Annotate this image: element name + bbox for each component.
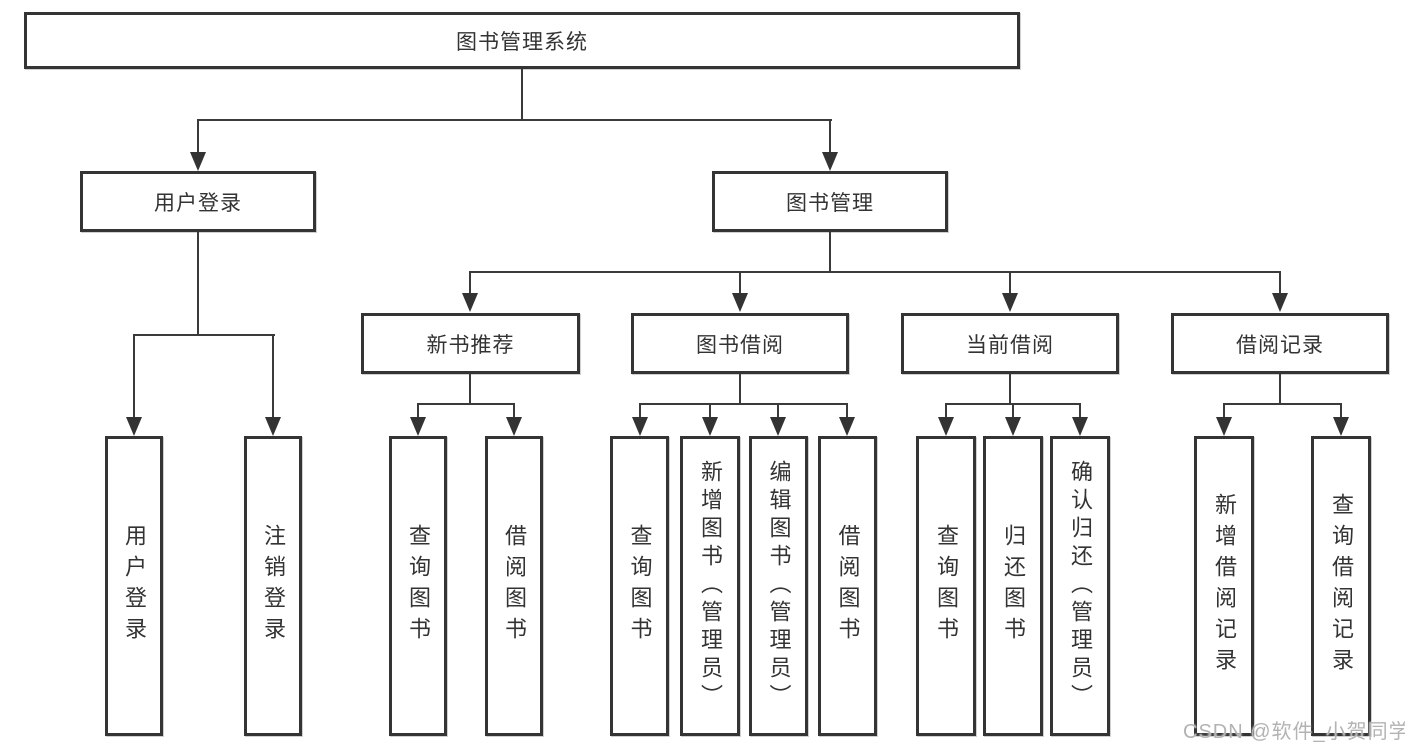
- arrowhead-icon: [938, 417, 954, 436]
- connector-newbook-drop-1: [417, 403, 419, 419]
- arrowhead-icon: [770, 417, 786, 436]
- connector-userlogin-drop-2: [272, 334, 274, 419]
- connector-bookmgmt-drop-2: [739, 271, 741, 295]
- leaf-user-login: 用户登录: [105, 436, 163, 736]
- leaf-query-books-current-label: 查询图书: [934, 524, 959, 648]
- node-book-management-label: 图书管理: [786, 191, 874, 215]
- connector-newbook-rail: [417, 403, 515, 405]
- node-user-login: 用户登录: [80, 171, 316, 232]
- connector-userlogin-rail: [133, 334, 275, 336]
- connector-newbook-drop-2: [513, 403, 515, 419]
- arrowhead-icon: [1005, 417, 1021, 436]
- node-book-borrowing: 图书借阅: [631, 313, 849, 374]
- node-book-management: 图书管理: [712, 171, 948, 232]
- connector-bookmgmt-drop-4: [1279, 271, 1281, 295]
- arrowhead-icon: [190, 152, 206, 171]
- arrowhead-icon: [732, 293, 748, 312]
- leaf-user-login-label: 用户登录: [122, 524, 147, 648]
- leaf-edit-books-admin: 编辑图书（管理员）: [749, 436, 808, 736]
- leaf-add-borrow-record: 新增借阅记录: [1194, 436, 1254, 736]
- connector-current-drop-3: [1079, 403, 1081, 419]
- connector-bookmgmt-rail: [469, 271, 1281, 273]
- connector-records-drop-1: [1223, 403, 1225, 419]
- arrowhead-icon: [265, 417, 281, 436]
- leaf-confirm-return-admin-label: 确认归还（管理员）: [1068, 460, 1093, 712]
- node-new-book-recommendation-label: 新书推荐: [426, 333, 515, 357]
- leaf-add-books-admin: 新增图书（管理员）: [680, 436, 740, 736]
- node-current-borrowing: 当前借阅: [901, 313, 1119, 374]
- node-library-management-system: 图书管理系统: [24, 12, 1020, 69]
- arrowhead-icon: [506, 417, 522, 436]
- connector-records-drop-2: [1340, 403, 1342, 419]
- arrowhead-icon: [462, 293, 478, 312]
- connector-newbook-stem: [469, 374, 471, 405]
- arrowhead-icon: [1272, 293, 1288, 312]
- arrowhead-icon: [1216, 417, 1232, 436]
- node-user-login-label: 用户登录: [154, 191, 242, 215]
- leaf-add-books-admin-label: 新增图书（管理员）: [698, 460, 723, 712]
- arrowhead-icon: [1002, 293, 1018, 312]
- node-borrowing-records-label: 借阅记录: [1236, 333, 1324, 357]
- leaf-borrow-books-label: 借阅图书: [835, 524, 861, 648]
- connector-borrowing-stem: [739, 374, 741, 405]
- connector-userlogin-drop-1: [133, 334, 135, 419]
- node-new-book-recommendation: 新书推荐: [361, 313, 580, 374]
- connector-borrowing-drop-1: [639, 403, 641, 419]
- leaf-edit-books-admin-label: 编辑图书（管理员）: [766, 460, 792, 712]
- arrowhead-icon: [126, 417, 142, 436]
- arrowhead-icon: [632, 417, 648, 436]
- node-book-borrowing-label: 图书借阅: [696, 333, 784, 357]
- leaf-borrow-books-recommend-label: 借阅图书: [502, 524, 527, 648]
- connector-root-stem: [521, 69, 523, 121]
- csdn-watermark: CSDN @软件_小贺同学: [1183, 721, 1405, 743]
- leaf-return-books: 归还图书: [983, 436, 1043, 736]
- connector-current-stem: [1009, 374, 1011, 405]
- arrowhead-icon: [822, 152, 838, 171]
- leaf-borrow-books-recommend: 借阅图书: [485, 436, 543, 736]
- connector-current-drop-1: [945, 403, 947, 419]
- leaf-logout-label: 注销登录: [261, 524, 286, 648]
- leaf-query-books-recommend: 查询图书: [389, 436, 447, 736]
- connector-borrowing-drop-4: [846, 403, 848, 419]
- leaf-query-books-borrowing: 查询图书: [610, 436, 669, 736]
- node-library-management-system-label: 图书管理系统: [456, 30, 588, 54]
- leaf-query-books-current: 查询图书: [916, 436, 976, 736]
- connector-root-rail: [197, 119, 832, 121]
- connector-borrowing-drop-2: [709, 403, 711, 419]
- connector-bookmgmt-drop-1: [469, 271, 471, 295]
- arrowhead-icon: [839, 417, 855, 436]
- connector-records-rail: [1223, 403, 1342, 405]
- leaf-borrow-books: 借阅图书: [818, 436, 877, 736]
- leaf-logout: 注销登录: [244, 436, 302, 736]
- node-current-borrowing-label: 当前借阅: [966, 333, 1054, 357]
- connector-current-drop-2: [1012, 403, 1014, 419]
- leaf-query-borrow-record: 查询借阅记录: [1311, 436, 1371, 736]
- connector-borrowing-rail: [639, 403, 848, 405]
- node-borrowing-records: 借阅记录: [1171, 313, 1389, 374]
- leaf-add-borrow-record-label: 新增借阅记录: [1212, 493, 1237, 679]
- arrowhead-icon: [702, 417, 718, 436]
- leaf-query-books-recommend-label: 查询图书: [406, 524, 431, 648]
- leaf-confirm-return-admin: 确认归还（管理员）: [1050, 436, 1110, 736]
- connector-root-drop-left: [197, 119, 199, 153]
- connector-records-stem: [1279, 374, 1281, 405]
- arrowhead-icon: [410, 417, 426, 436]
- connector-borrowing-drop-3: [777, 403, 779, 419]
- leaf-query-borrow-record-label: 查询借阅记录: [1329, 493, 1354, 679]
- arrowhead-icon: [1333, 417, 1349, 436]
- arrowhead-icon: [1072, 417, 1088, 436]
- connector-bookmgmt-drop-3: [1009, 271, 1011, 295]
- leaf-query-books-borrowing-label: 查询图书: [627, 524, 653, 648]
- leaf-return-books-label: 归还图书: [1001, 524, 1026, 648]
- connector-userlogin-stem: [197, 232, 199, 336]
- connector-bookmgmt-stem: [829, 232, 831, 273]
- connector-root-drop-right: [829, 119, 831, 153]
